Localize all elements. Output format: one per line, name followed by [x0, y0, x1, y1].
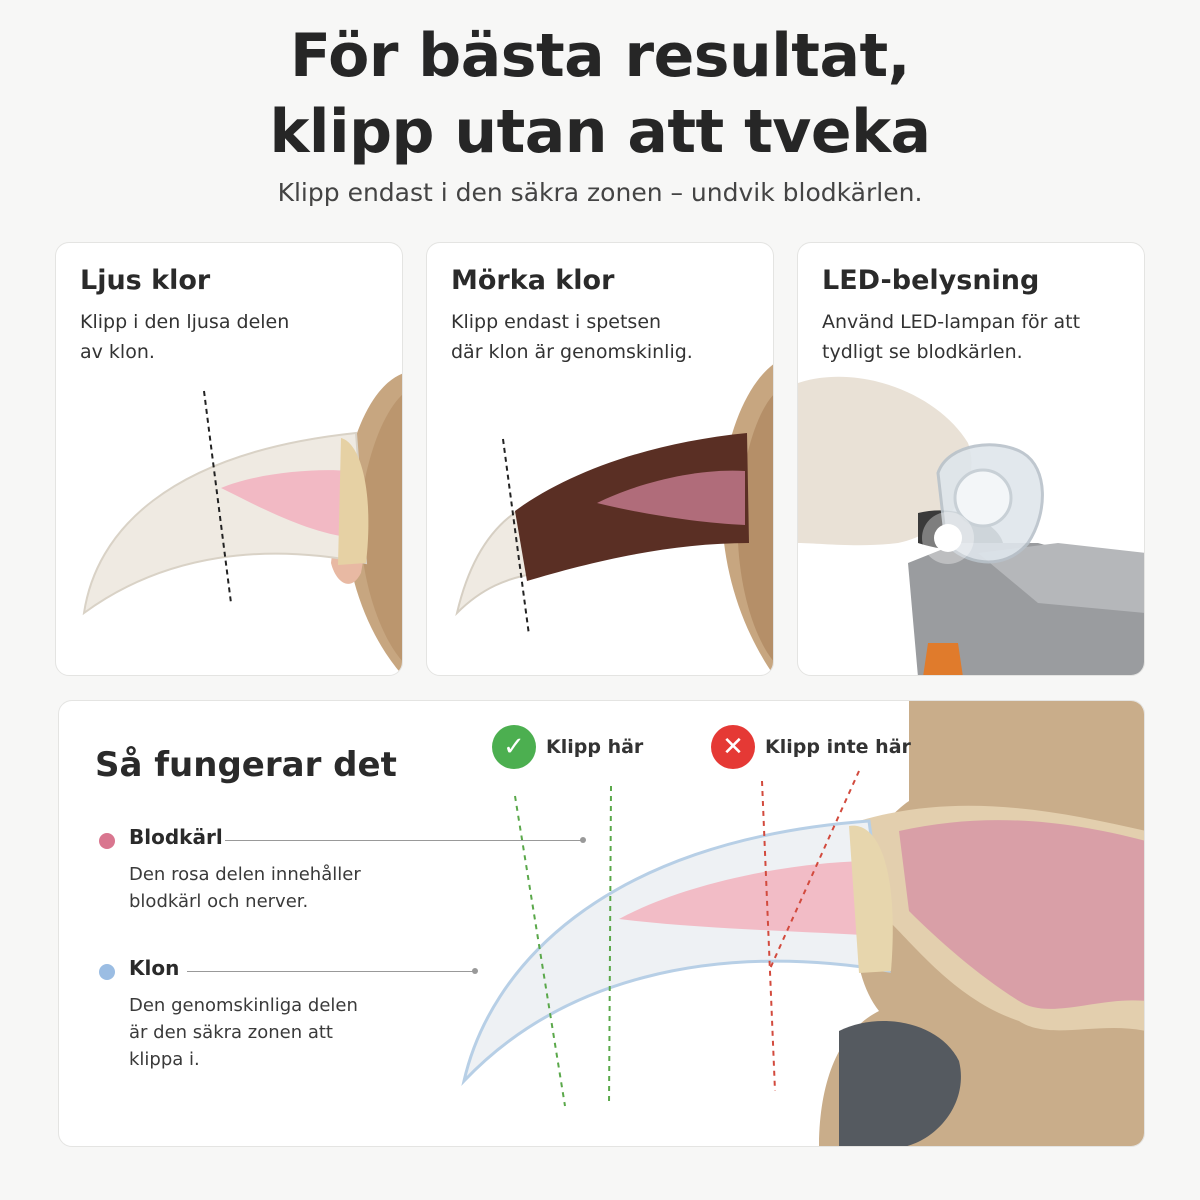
dark-claw-illustration — [455, 364, 773, 675]
card-led-light: LED-belysning Använd LED-lampan för att … — [797, 242, 1145, 676]
cut-here-marker: ✓ Klipp här — [492, 725, 643, 769]
title-line-2: klipp utan att tveka — [269, 97, 931, 167]
page-title: För bästa resultat, klipp utan att tveka — [0, 18, 1200, 170]
card-description: Klipp endast i spetsen där klon är genom… — [451, 307, 751, 367]
card-text-line: där klon är genomskinlig. — [451, 341, 693, 363]
checkmark-icon: ✓ — [492, 725, 536, 769]
section-title: Så fungerar det — [95, 745, 397, 785]
legend-description: Den rosa delen innehåller blodkärl och n… — [129, 864, 361, 912]
legend-label: Klon — [129, 956, 180, 980]
card-text-line: tydligt se blodkärlen. — [822, 341, 1023, 363]
card-description: Klipp i den ljusa delen av klon. — [80, 307, 380, 367]
card-text-line: Använd LED-lampan för att — [822, 311, 1081, 333]
legend-item-blood-vessels: Blodkärl Den rosa delen innehåller blodk… — [99, 825, 659, 925]
card-text-line: av klon. — [80, 341, 155, 363]
card-light-claws: Ljus klor Klipp i den ljusa delen av klo… — [55, 242, 403, 676]
cut-here-label: Klipp här — [546, 736, 644, 758]
card-title: LED-belysning — [822, 265, 1040, 296]
dont-cut-label: Klipp inte här — [765, 736, 911, 758]
legend-pointer — [187, 968, 478, 974]
card-dark-claws: Mörka klor Klipp endast i spetsen där kl… — [426, 242, 774, 676]
light-claw-illustration — [82, 373, 402, 675]
dont-cut-marker: ✕ Klipp inte här — [711, 725, 911, 769]
led-clipper-illustration — [798, 376, 1144, 675]
legend-label: Blodkärl — [129, 825, 223, 849]
claw-anatomy-illustration — [461, 701, 1144, 1146]
card-text-line: Klipp endast i spetsen — [451, 311, 662, 333]
card-title: Mörka klor — [451, 265, 615, 296]
legend-description: Den genomskinliga delen är den säkra zon… — [129, 995, 358, 1070]
cross-icon: ✕ — [711, 725, 755, 769]
how-it-works-panel: Så fungerar det ✓ Klipp här ✕ Klipp inte… — [58, 700, 1145, 1147]
card-title: Ljus klor — [80, 265, 211, 296]
blue-dot-icon — [99, 964, 115, 980]
card-description: Använd LED-lampan för att tydligt se blo… — [822, 307, 1122, 367]
card-text-line: Klipp i den ljusa delen — [80, 311, 290, 333]
legend-item-claw: Klon Den genomskinliga delen är den säkr… — [99, 956, 659, 1086]
page-subtitle: Klipp endast i den säkra zonen – undvik … — [277, 178, 923, 207]
legend-pointer — [225, 837, 586, 843]
title-line-1: För bästa resultat, — [290, 21, 910, 91]
pink-dot-icon — [99, 833, 115, 849]
